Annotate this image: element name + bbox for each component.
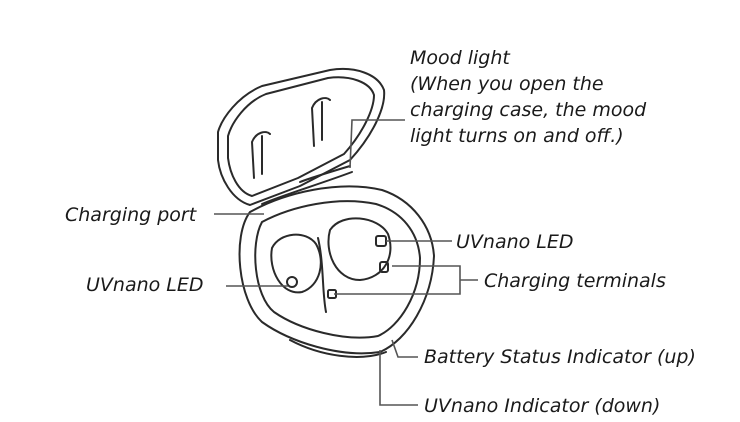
uvnano-led-left-label: UVnano LED — [86, 274, 204, 296]
uvnano-led-right-label: UVnano LED — [456, 231, 574, 253]
mood-light-note-line1: (When you open the — [410, 73, 604, 95]
leader-charging-terminals — [334, 265, 478, 295]
divider — [317, 237, 327, 313]
lid-outline — [217, 68, 386, 206]
leader-mood-light — [349, 119, 405, 169]
charging-terminals-label: Charging terminals — [484, 270, 666, 292]
mood-light-title: Mood light — [410, 47, 510, 69]
leader-battery-status — [391, 339, 418, 358]
hinge — [261, 171, 353, 205]
right-earbud-cavity — [327, 217, 392, 281]
lid-recess-left — [251, 131, 271, 179]
charging-port-label: Charging port — [65, 204, 197, 226]
mood-light-strip — [299, 165, 351, 183]
left-led-mark — [286, 276, 298, 288]
case-base-inner — [254, 200, 421, 339]
uvnano-indicator-label: UVnano Indicator (down) — [424, 395, 661, 417]
base-bottom-edge — [289, 339, 387, 358]
lid-recess-right — [311, 97, 331, 147]
mood-light-label-group: Mood light (When you open the charging c… — [410, 45, 646, 149]
case-base-outline — [238, 185, 435, 355]
mood-light-note-line3: light turns on and off.) — [410, 125, 624, 147]
right-led-mark — [375, 235, 387, 247]
battery-status-indicator-label: Battery Status Indicator (up) — [424, 346, 696, 368]
mood-light-note-line2: charging case, the mood — [410, 99, 647, 121]
left-earbud-cavity — [270, 233, 322, 294]
leader-uvnano-indicator — [379, 350, 418, 406]
right-terminal-mark — [379, 261, 389, 273]
lid-inner-rim — [227, 76, 375, 197]
